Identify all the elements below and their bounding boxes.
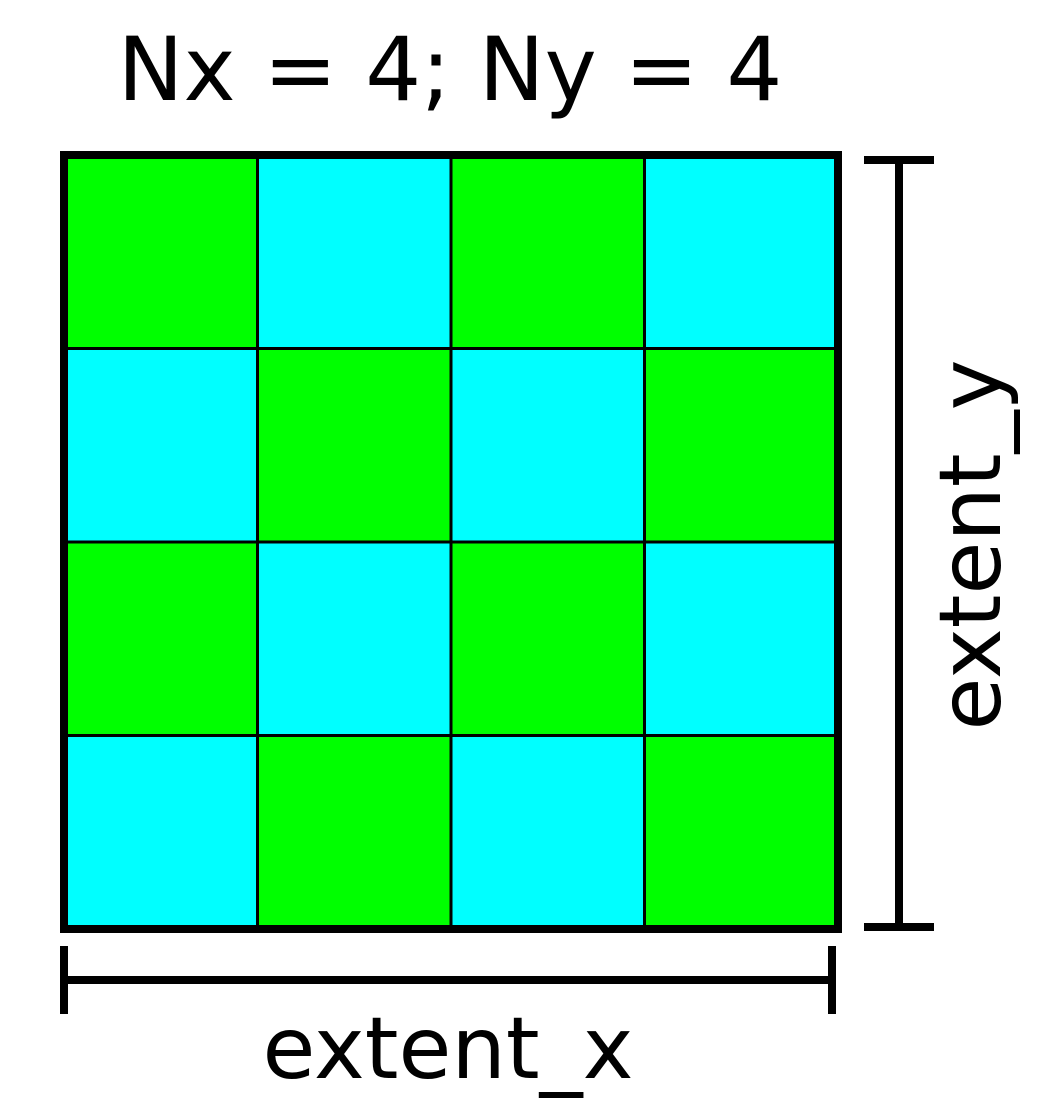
grid-cell-green <box>449 540 646 737</box>
grid-cells <box>62 153 840 931</box>
extent-x-bracket <box>60 946 836 1014</box>
grid-cell-green <box>256 347 453 544</box>
extent-y-label: extent_y <box>921 359 1021 730</box>
grid-cell-green <box>62 540 259 737</box>
grid-cell-cyan <box>643 540 840 737</box>
grid-cell-green <box>449 153 646 350</box>
grid-outer-border <box>60 151 842 933</box>
grid-cell-cyan <box>449 734 646 931</box>
grid-cell-cyan <box>643 153 840 350</box>
diagram-title: Nx = 4; Ny = 4 <box>118 18 783 121</box>
grid-cell-cyan <box>62 734 259 931</box>
grid-cell-green <box>643 347 840 544</box>
grid-cell-cyan <box>62 347 259 544</box>
grid-cell-cyan <box>256 153 453 350</box>
grid-cell-green <box>256 734 453 931</box>
grid-cell-green <box>643 734 840 931</box>
extent-y-bracket <box>864 156 934 931</box>
grid-cell-green <box>62 153 259 350</box>
extent-x-label: extent_x <box>262 999 633 1099</box>
grid-cell-cyan <box>256 540 453 737</box>
grid-cell-cyan <box>449 347 646 544</box>
